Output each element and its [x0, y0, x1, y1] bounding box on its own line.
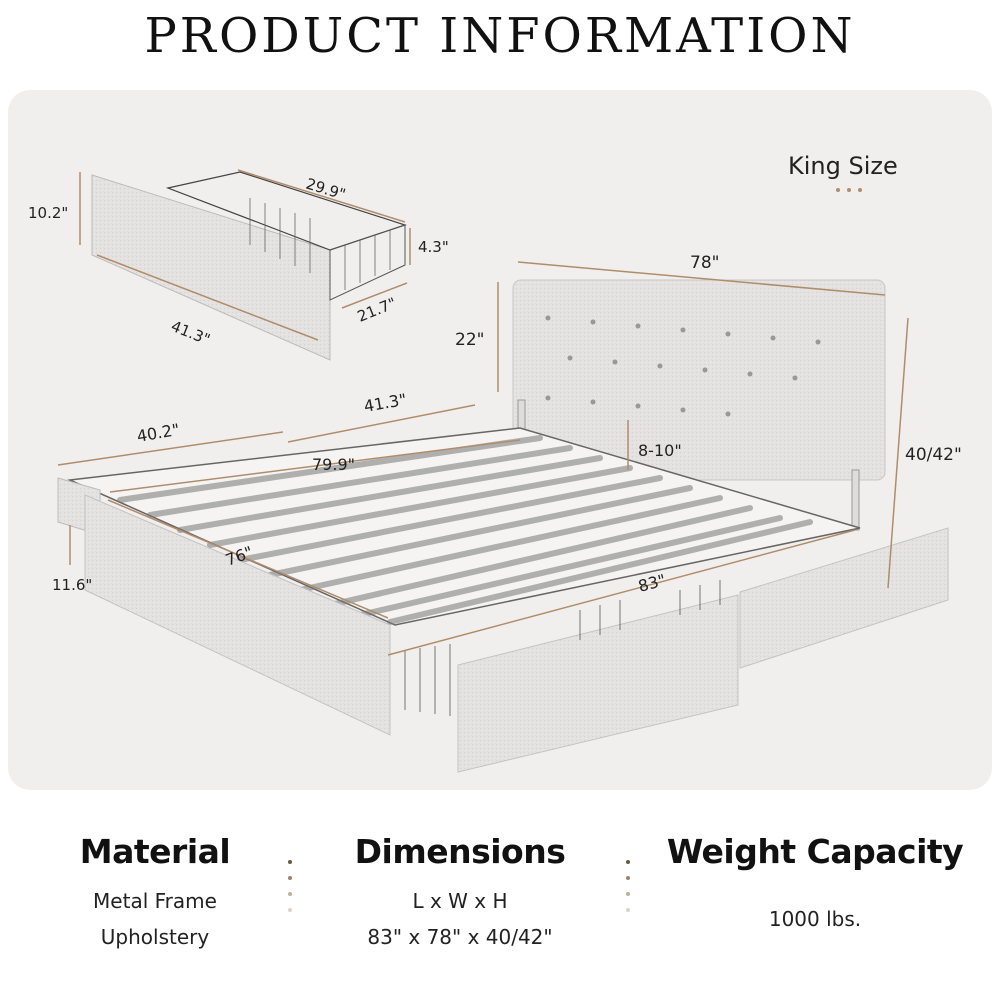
size-label: King Size — [788, 152, 898, 180]
headboard-width-label: 78" — [690, 253, 719, 273]
material-spec: Material Metal Frame Upholstery — [60, 832, 250, 955]
dimensions-line-1: L x W x H — [412, 889, 508, 913]
dimensions-line-2: 83" x 78" x 40/42" — [367, 925, 553, 949]
weight-line-1: 1000 lbs. — [768, 907, 862, 931]
dimensions-spec: Dimensions L x W x H 83" x 78" x 40/42" — [330, 832, 590, 955]
weight-title: Weight Capacity — [666, 832, 964, 871]
drawer-illustration — [79, 169, 411, 361]
rail-left-label: 40.2" — [135, 420, 181, 446]
dimensions-title: Dimensions — [354, 832, 566, 871]
page-title: PRODUCT INFORMATION — [144, 8, 856, 64]
inner-length-label: 79.9" — [312, 455, 355, 474]
drawer-width-label: 21.7" — [355, 294, 399, 326]
material-line-2: Upholstery — [100, 925, 210, 949]
drawer-depth-label: 41.3" — [169, 317, 213, 349]
clearance-label: 8-10" — [638, 441, 682, 460]
weight-spec: Weight Capacity 1000 lbs. — [655, 832, 975, 937]
drawer-height-label: 10.2" — [28, 204, 68, 222]
headboard-height-label: 22" — [455, 330, 484, 350]
separator-1 — [288, 860, 292, 912]
material-line-1: Metal Frame — [93, 889, 217, 913]
separator-2 — [626, 860, 630, 912]
drawer-basket-height-label: 4.3" — [418, 238, 449, 256]
size-dots — [836, 188, 862, 192]
side-height-label: 11.6" — [52, 576, 92, 594]
bed-illustration — [57, 261, 949, 773]
total-height-label: 40/42" — [905, 445, 962, 465]
rail-right-label: 41.3" — [362, 390, 408, 416]
material-title: Material — [79, 832, 231, 871]
